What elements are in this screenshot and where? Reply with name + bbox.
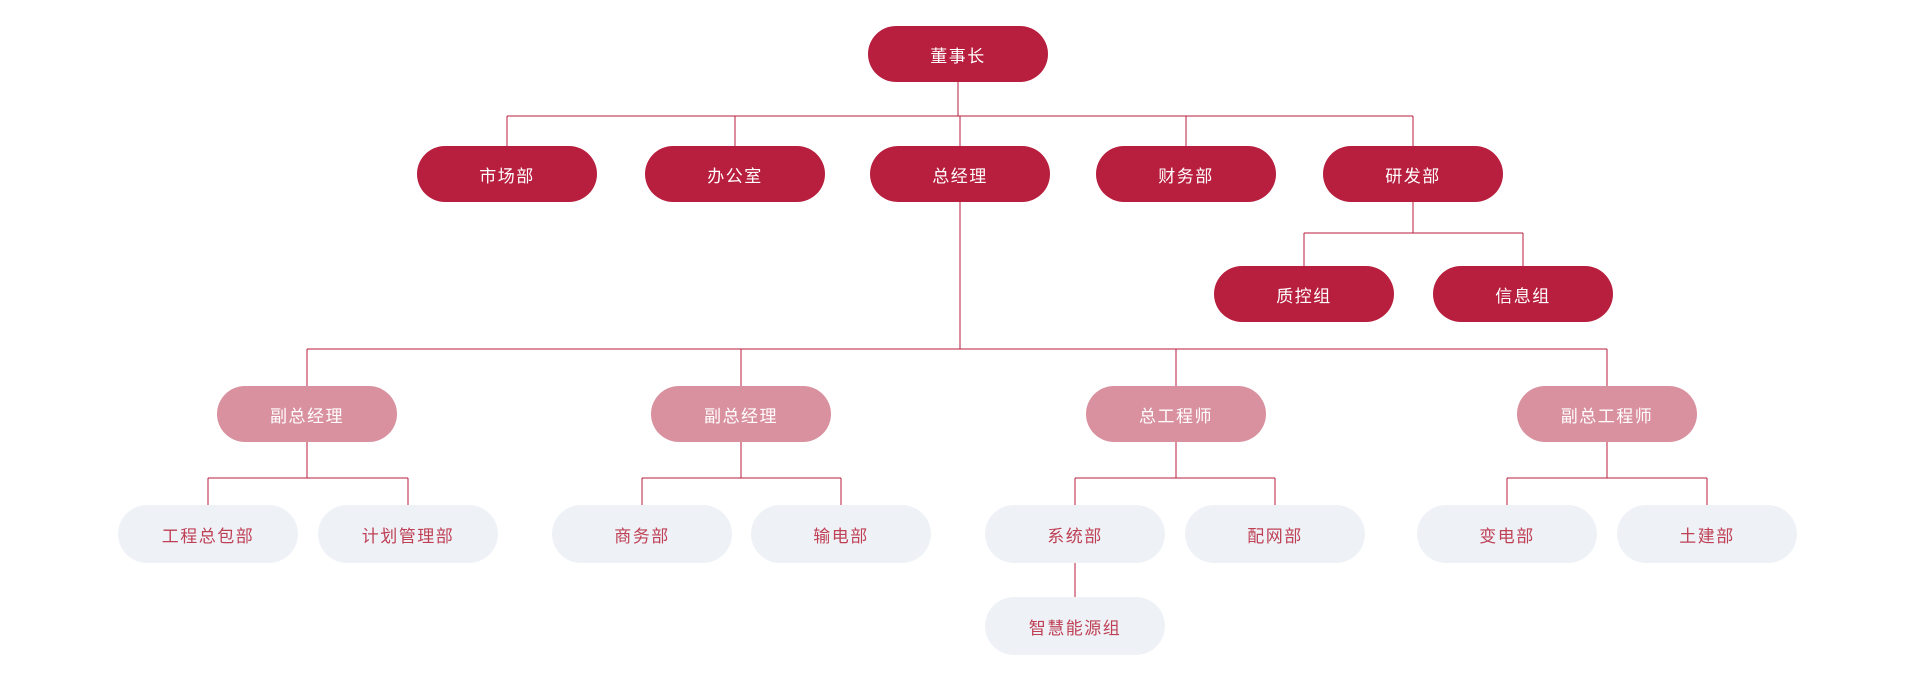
node-epc-dept[interactable]: 工程总包部 [118, 505, 298, 563]
node-finance-dept[interactable]: 财务部 [1096, 146, 1276, 202]
node-deputy-gm-2[interactable]: 副总经理 [651, 386, 831, 442]
node-chief-engineer[interactable]: 总工程师 [1086, 386, 1266, 442]
node-planning-dept[interactable]: 计划管理部 [318, 505, 498, 563]
node-deputy-chief-engineer[interactable]: 副总工程师 [1517, 386, 1697, 442]
node-distribution-dept[interactable]: 配网部 [1185, 505, 1365, 563]
node-general-manager[interactable]: 总经理 [870, 146, 1050, 202]
node-chairman[interactable]: 董事长 [868, 26, 1048, 82]
node-system-dept[interactable]: 系统部 [985, 505, 1165, 563]
node-civil-dept[interactable]: 土建部 [1617, 505, 1797, 563]
node-rnd-dept[interactable]: 研发部 [1323, 146, 1503, 202]
node-smart-energy-group[interactable]: 智慧能源组 [985, 597, 1165, 655]
node-substation-dept[interactable]: 变电部 [1417, 505, 1597, 563]
node-commerce-dept[interactable]: 商务部 [552, 505, 732, 563]
node-deputy-gm-1[interactable]: 副总经理 [217, 386, 397, 442]
node-info-group[interactable]: 信息组 [1433, 266, 1613, 322]
node-office[interactable]: 办公室 [645, 146, 825, 202]
node-transmission-dept[interactable]: 输电部 [751, 505, 931, 563]
node-qc-group[interactable]: 质控组 [1214, 266, 1394, 322]
node-marketing-dept[interactable]: 市场部 [417, 146, 597, 202]
